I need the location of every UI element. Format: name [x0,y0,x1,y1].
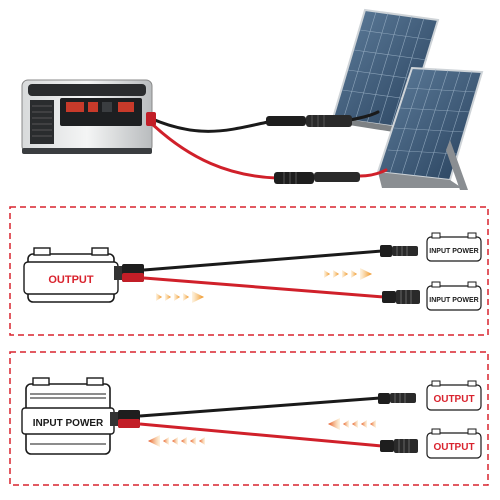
panel2-output-box-bottom: OUTPUT [426,428,482,459]
panel1-battery: OUTPUT [23,247,119,303]
hero-cables [148,110,388,180]
solar-panel-front [376,66,484,190]
diagram-panel-output: OUTPUT INPUT POWER [9,206,489,336]
panel2-red-cable [139,422,383,448]
panel2-battery: INPUT POWER [21,377,115,455]
hero-mc4-connector-red [274,172,360,184]
panel1-red-cable [143,276,385,299]
panel2-output-label-bottom: OUTPUT [433,442,474,453]
panel2-flow-arrow-red [148,435,205,447]
panel1-battery-label: OUTPUT [48,274,94,286]
panel1-input-box-bottom: INPUT POWER [426,281,482,311]
panel1-mc4-connector-bottom [382,290,420,304]
panel2-battery-label: INPUT POWER [33,418,104,429]
panel1-input-label-bottom: INPUT POWER [429,297,478,304]
panel1-input-box-top: INPUT POWER [426,232,482,262]
panel2-mc4-connector-bottom [380,439,418,453]
panel2-output-label-top: OUTPUT [433,394,474,405]
panel2-mc4-connector-top [378,393,416,404]
panel2-black-cable [139,396,381,418]
panel1-flow-arrow-red [156,291,204,303]
hero-anderson-plug [146,112,156,126]
panel1-anderson-plug [114,264,144,282]
diagram-panel-input: INPUT POWER OUTPUT [9,351,489,486]
panel1-flow-arrow-black [324,268,372,280]
panel1-frame [9,206,489,336]
panel2-output-box-top: OUTPUT [426,380,482,411]
hero-illustration [21,8,484,190]
panel1-mc4-connector-top [380,245,418,257]
power-station [21,79,153,154]
panel1-input-label-top: INPUT POWER [429,248,478,255]
panel2-frame [9,351,489,486]
panel2-flow-arrow-black [328,418,376,430]
panel2-anderson-plug [110,410,140,428]
panel1-black-cable [143,249,383,272]
hero-mc4-connector-black [266,115,352,127]
